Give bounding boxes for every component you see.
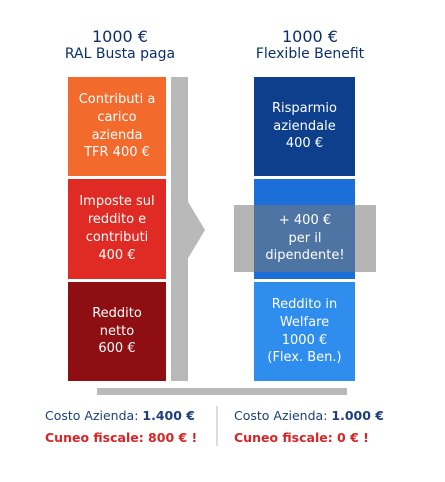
left-subtitle: RAL Busta paga (64, 46, 176, 63)
right-block-3-line-4: (Flex. Ben.) (267, 350, 342, 366)
left-block-1-line-3: azienda (91, 127, 143, 143)
right-subtitle: Flexible Benefit (255, 46, 365, 63)
right-block-3-line-3: 1000 € (281, 332, 328, 348)
gray-bottom-bar (97, 388, 347, 395)
left-block-reddito-netto: Reddito netto 600 € (68, 282, 166, 381)
footer-right-cost: Costo Azienda: 1.000 € (234, 408, 384, 423)
footer-divider (216, 406, 218, 446)
left-amount: 1000 € (92, 27, 148, 46)
right-block-3-line-2: Welfare (279, 314, 330, 330)
footer-right-cost-value: 1.000 € (331, 408, 384, 423)
left-block-3-line-2: netto (99, 323, 135, 339)
overlay-highlight (234, 205, 376, 272)
footer-left-cost: Costo Azienda: 1.400 € (45, 408, 195, 423)
gray-separator-bar (171, 77, 188, 381)
arrow-right-icon (187, 200, 205, 260)
right-block-reddito-welfare: Reddito in Welfare 1000 € (Flex. Ben.) (254, 282, 355, 381)
left-block-2-line-1: Imposte sul (79, 194, 155, 210)
right-block-risparmio: Risparmio aziendale 400 € (254, 77, 355, 176)
left-block-contributi: Contributi a carico azienda TFR 400 € (68, 77, 166, 176)
left-block-2-line-3: contributi (85, 230, 149, 245)
left-block-1-line-2: carico (97, 109, 137, 125)
right-column-heading: 1000 € Flexible Benefit (235, 27, 385, 63)
left-column-heading: 1000 € RAL Busta paga (50, 27, 190, 63)
left-block-2-line-2: reddito e (87, 212, 147, 228)
right-block-1-line-1: Risparmio (272, 100, 337, 116)
left-block-1-line-1: Contributi a (78, 91, 156, 107)
footer-left-cost-label: Costo Azienda: (45, 408, 139, 423)
left-block-imposte: Imposte sul reddito e contributi 400 € (68, 179, 166, 279)
footer-right-cost-label: Costo Azienda: (234, 408, 328, 423)
footer-left-cost-value: 1.400 € (142, 408, 195, 423)
right-block-1-line-3: 400 € (285, 136, 324, 152)
left-block-3-line-3: 600 € (98, 341, 136, 357)
right-amount: 1000 € (282, 27, 338, 46)
right-block-1-line-2: aziendale (273, 118, 336, 134)
left-block-3-line-1: Reddito (92, 305, 142, 321)
left-block-2-line-4: 400 € (98, 247, 136, 263)
left-block-1-line-4: TFR 400 € (84, 145, 150, 161)
right-block-3-line-1: Reddito in (271, 296, 338, 312)
footer-left-cuneo: Cuneo fiscale: 800 € ! (45, 430, 198, 445)
footer-right-cuneo: Cuneo fiscale: 0 € ! (234, 430, 369, 445)
